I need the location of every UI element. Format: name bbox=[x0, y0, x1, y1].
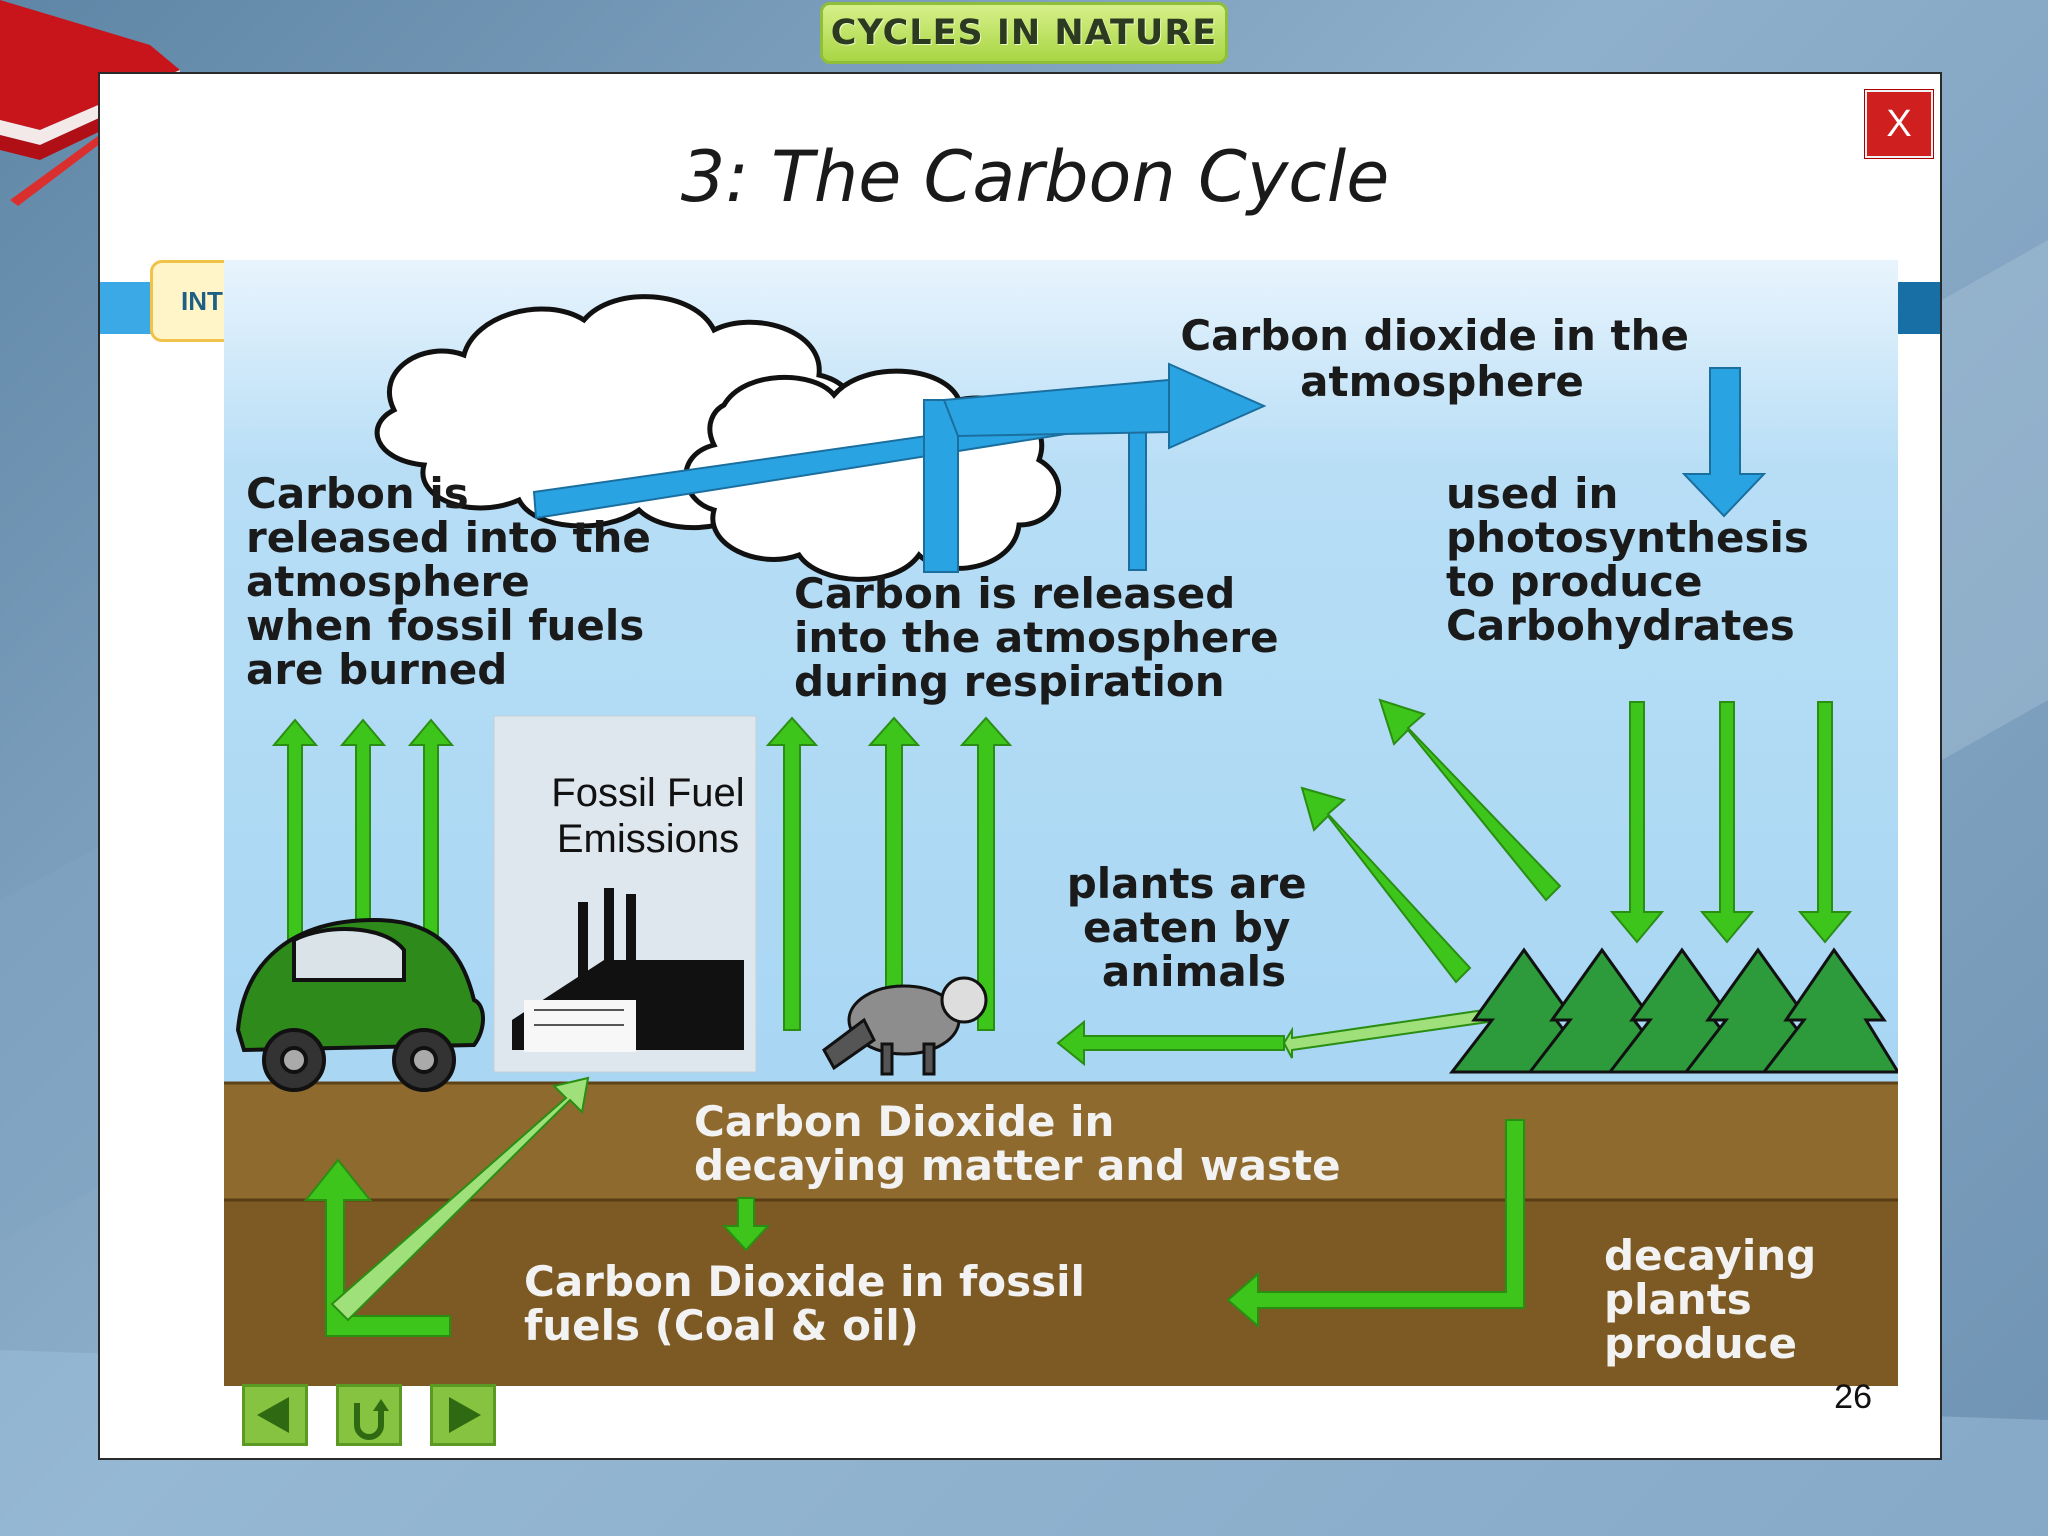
return-button[interactable] bbox=[336, 1384, 402, 1446]
slide-panel: 3: The Carbon Cycle X INT bbox=[98, 72, 1942, 1460]
co2-atmosphere-label: Carbon dioxide in the atmosphere bbox=[1180, 311, 1703, 406]
fossil-release-line-1: Carbon is bbox=[246, 469, 469, 518]
right-accent-bar bbox=[1892, 282, 1940, 334]
fossil-fuels-line-2: fuels (Coal & oil) bbox=[524, 1301, 919, 1350]
photosynthesis-line-4: Carbohydrates bbox=[1446, 601, 1795, 650]
section-header-label: CYCLES IN NATURE bbox=[830, 13, 1218, 53]
page-number: 26 bbox=[1834, 1378, 1872, 1416]
respiration-label: Carbon is released into the atmosphere d… bbox=[794, 569, 1293, 706]
raccoon-icon bbox=[822, 976, 988, 1076]
photosynthesis-label: used in photosynthesis to produce Carboh… bbox=[1446, 469, 1824, 650]
arrow-right-icon bbox=[449, 1397, 481, 1433]
fossil-release-line-4: when fossil fuels bbox=[246, 601, 644, 650]
eaten-line-2: eaten by bbox=[1083, 903, 1290, 952]
trees-to-animals-arrow bbox=[1282, 1006, 1504, 1059]
arrow-left-icon bbox=[257, 1397, 289, 1433]
car-icon bbox=[235, 917, 485, 1092]
fossil-fuels-line-1: Carbon Dioxide in fossil bbox=[524, 1257, 1085, 1306]
previous-button[interactable] bbox=[242, 1384, 308, 1446]
co2-atmosphere-line-1: Carbon dioxide in the bbox=[1180, 311, 1689, 360]
decaying-plants-line-2: plants bbox=[1604, 1275, 1752, 1324]
decaying-matter-label: Carbon Dioxide in decaying matter and wa… bbox=[694, 1097, 1341, 1190]
next-button[interactable] bbox=[430, 1384, 496, 1446]
fossil-release-label: Carbon is released into the atmosphere w… bbox=[246, 469, 666, 694]
factory-image: Fossil Fuel Emissions bbox=[493, 715, 757, 1073]
factory-sign-line-2: Emissions bbox=[557, 817, 739, 861]
trees-icon bbox=[1448, 947, 1898, 1074]
fossil-release-line-5: are burned bbox=[246, 645, 507, 694]
intro-tab-label: INT bbox=[181, 286, 223, 316]
factory-sign-line-1: Fossil Fuel bbox=[551, 771, 744, 815]
soil-lower-layer bbox=[224, 1200, 1898, 1386]
carbon-cycle-diagram: Fossil Fuel Emissions Ca bbox=[224, 260, 1898, 1386]
eaten-line-3: animals bbox=[1102, 947, 1286, 996]
section-header-tab: CYCLES IN NATURE bbox=[820, 2, 1228, 64]
respiration-line-1: Carbon is released bbox=[794, 569, 1235, 618]
decaying-plants-label: decaying plants produce bbox=[1604, 1231, 1831, 1368]
fossil-to-factory-arrow bbox=[330, 1076, 590, 1322]
slide-title: 3: The Carbon Cycle bbox=[680, 136, 1390, 218]
eaten-line-1: plants are bbox=[1067, 859, 1307, 908]
photosynthesis-line-2: photosynthesis bbox=[1446, 513, 1809, 562]
decaying-matter-line-2: decaying matter and waste bbox=[694, 1141, 1341, 1190]
eaten-by-animals-label: plants are eaten by animals bbox=[1067, 859, 1322, 996]
decaying-plants-line-1: decaying bbox=[1604, 1231, 1816, 1280]
blue-arrows bbox=[532, 362, 1767, 573]
soil-upper-layer bbox=[224, 1083, 1898, 1200]
photosynthesis-line-1: used in bbox=[1446, 469, 1618, 518]
respiration-line-3: during respiration bbox=[794, 657, 1225, 706]
co2-atmosphere-line-2: atmosphere bbox=[1300, 357, 1584, 406]
close-button[interactable]: X bbox=[1865, 90, 1933, 158]
atmosphere-to-plants-arrow bbox=[1681, 367, 1767, 518]
respiration-line-2: into the atmosphere bbox=[794, 613, 1279, 662]
fossil-release-line-3: atmosphere bbox=[246, 557, 530, 606]
photosynthesis-line-3: to produce bbox=[1446, 557, 1703, 606]
green-arrows bbox=[271, 698, 1853, 1337]
return-icon bbox=[354, 1399, 389, 1440]
fossil-fuels-label: Carbon Dioxide in fossil fuels (Coal & o… bbox=[524, 1257, 1100, 1350]
fossil-release-line-2: released into the bbox=[246, 513, 651, 562]
decaying-plants-line-3: produce bbox=[1604, 1319, 1797, 1368]
decaying-matter-line-1: Carbon Dioxide in bbox=[694, 1097, 1114, 1146]
